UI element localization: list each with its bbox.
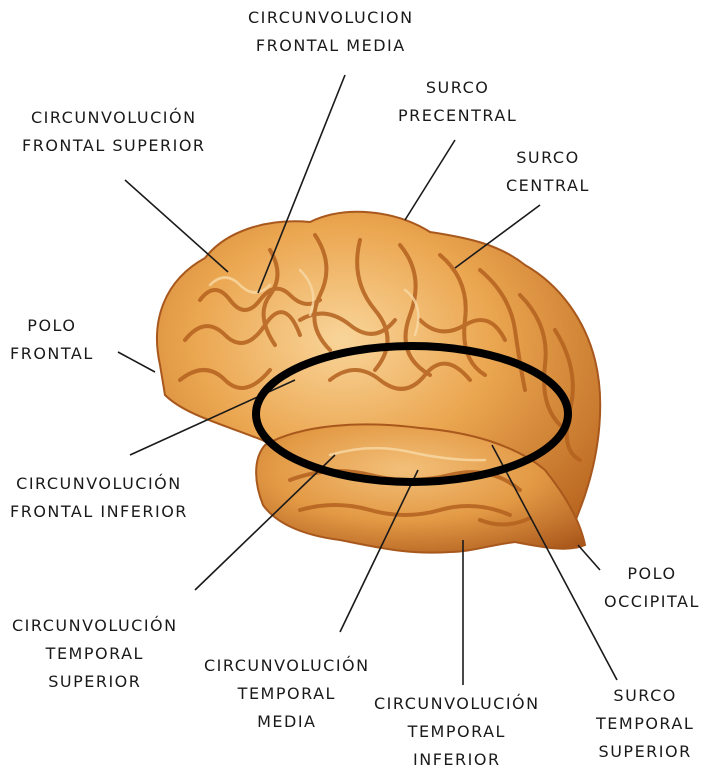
label-polo-frontal: POLOFRONTAL [10, 312, 94, 368]
label-surco-temporal-superior: SURCOTEMPORALSUPERIOR [596, 682, 694, 766]
label-circunvolucion-temporal-superior: CIRCUNVOLUCIÓNTEMPORALSUPERIOR [12, 612, 178, 696]
label-surco-central: SURCOCENTRAL [506, 144, 590, 200]
label-circunvolucion-temporal-inferior: CIRCUNVOLUCIÓNTEMPORALINFERIOR [374, 690, 540, 774]
label-circunvolucion-frontal-inferior: CIRCUNVOLUCIÓNFRONTAL INFERIOR [10, 470, 188, 526]
label-circunvolucion-frontal-media: CIRCUNVOLUCIONFRONTAL MEDIA [248, 4, 414, 60]
label-polo-occipital: POLOOCCIPITAL [604, 560, 700, 616]
label-surco-precentral: SURCOPRECENTRAL [398, 74, 517, 130]
label-circunvolucion-frontal-superior: CIRCUNVOLUCIÓNFRONTAL SUPERIOR [22, 104, 206, 160]
label-circunvolucion-temporal-media: CIRCUNVOLUCIÓNTEMPORALMEDIA [204, 652, 370, 736]
